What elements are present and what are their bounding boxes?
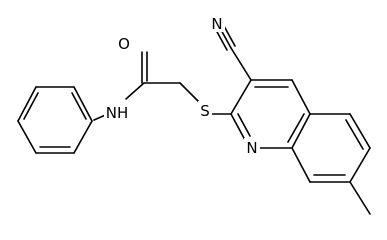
ring-nitrogen-label: N xyxy=(246,139,257,157)
phenyl-bond-1-inner xyxy=(71,92,87,120)
quinoline-n1-c2 xyxy=(230,113,246,141)
bonds xyxy=(17,25,371,215)
ring-nitrogen-atom: N xyxy=(244,138,260,157)
quinoline-c4a-c8a xyxy=(291,113,311,149)
quinoline-c4-c4a xyxy=(291,79,311,115)
sulfur-label: S xyxy=(200,102,210,120)
molecule-structure: O NH S N N xyxy=(17,14,371,215)
amide-nh-label: NH xyxy=(106,104,129,122)
phenyl-bond-4 xyxy=(17,120,37,154)
quinoline-c6-c7 xyxy=(349,147,371,183)
amide-nh-atom: NH xyxy=(104,103,130,122)
phenyl-bond-3 xyxy=(17,86,37,122)
bond-ch2-sulfur xyxy=(179,82,202,105)
quinoline-c5-c6-inner xyxy=(345,119,364,150)
bond-nitrile-triple-b xyxy=(223,25,236,47)
oxygen-label: O xyxy=(118,35,130,53)
bond-methyl xyxy=(349,181,371,215)
bond-nitrile-triple-c xyxy=(215,29,228,51)
nitrile-nitrogen-label: N xyxy=(211,15,222,33)
nitrile-nitrogen-atom: N xyxy=(209,14,225,33)
quinoline-c8-c8a xyxy=(291,147,311,183)
phenyl-bond-1 xyxy=(73,86,93,122)
bond-c3-nitrile-carbon xyxy=(230,47,252,81)
sulfur-atom: S xyxy=(198,101,212,120)
quinoline-n1-c2-inner xyxy=(237,113,251,137)
phenyl-bond-6 xyxy=(73,120,93,154)
atom-labels: O NH S N N xyxy=(104,14,260,157)
quinoline-c4a-c8a-inner xyxy=(287,113,305,143)
oxygen-atom: O xyxy=(117,34,131,53)
phenyl-bond-3-inner xyxy=(23,92,39,120)
quinoline-c5-c6 xyxy=(349,113,371,149)
quinoline-c2-c3 xyxy=(230,79,252,115)
bond-carbonyl-nh xyxy=(125,82,145,100)
